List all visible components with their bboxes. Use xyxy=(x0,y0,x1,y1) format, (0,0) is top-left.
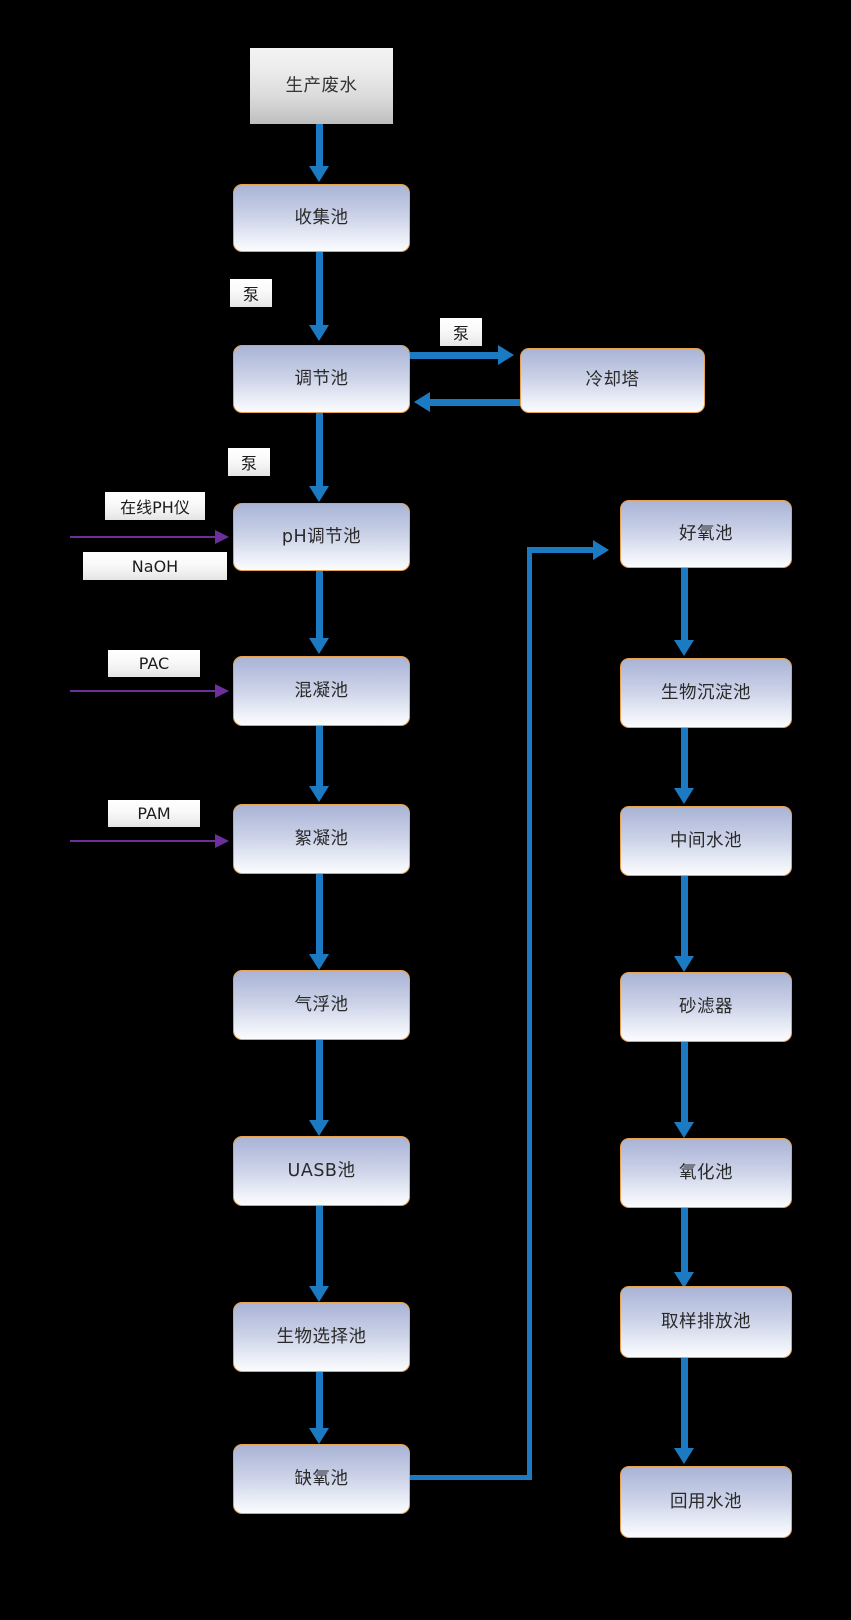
tag-label: 泵 xyxy=(240,454,257,473)
node-label: 冷却塔 xyxy=(585,370,640,391)
connector-flotation-to-uasb xyxy=(316,1040,323,1122)
connector-intermediate-to-sandfilter xyxy=(681,876,688,958)
node-bio-selector-tank[interactable]: 生物选择池 xyxy=(233,1302,410,1372)
arrowhead-down xyxy=(674,1448,694,1464)
node-aerobic-tank[interactable]: 好氧池 xyxy=(620,500,792,568)
tag-pam: PAM xyxy=(108,800,200,827)
arrowhead-down xyxy=(674,1122,694,1138)
node-intermediate-tank[interactable]: 中间水池 xyxy=(620,806,792,876)
node-source-wastewater[interactable]: 生产废水 xyxy=(250,48,393,124)
node-label: 缺氧池 xyxy=(294,1468,349,1489)
node-label: 生物沉淀池 xyxy=(661,682,751,703)
tag-label: 泵 xyxy=(452,324,469,343)
connector-flocculation-to-flotation xyxy=(316,874,323,956)
node-flocculation-tank[interactable]: 絮凝池 xyxy=(233,804,410,874)
connector-equalization-to-ph xyxy=(316,413,323,488)
tag-ph-meter: 在线PH仪 xyxy=(105,492,205,520)
arrowhead-right xyxy=(498,345,514,365)
arrowhead-right xyxy=(593,540,609,560)
connector-aerobic-to-biosettling xyxy=(681,568,688,642)
arrowhead-down xyxy=(674,788,694,804)
tag-pump-3: 泵 xyxy=(228,448,270,476)
dosing-line-pac xyxy=(70,690,217,692)
node-label: UASB池 xyxy=(287,1160,356,1181)
node-bio-settling-tank[interactable]: 生物沉淀池 xyxy=(620,658,792,728)
arrowhead-left xyxy=(414,392,430,412)
tag-label: PAC xyxy=(138,654,170,673)
tag-label: PAM xyxy=(137,804,171,823)
arrowhead-down xyxy=(309,1286,329,1302)
arrowhead-down xyxy=(309,954,329,970)
node-label: 收集池 xyxy=(294,207,349,228)
tag-label: 泵 xyxy=(242,285,259,304)
arrowhead-down xyxy=(674,1272,694,1288)
node-label: 回用水池 xyxy=(670,1491,742,1512)
tag-label: NaOH xyxy=(131,556,179,576)
dosing-line-pam xyxy=(70,840,217,842)
arrowhead-down xyxy=(309,1120,329,1136)
connector-uasb-to-bioselector xyxy=(316,1206,323,1288)
node-label: 混凝池 xyxy=(294,680,349,701)
node-uasb-tank[interactable]: UASB池 xyxy=(233,1136,410,1206)
tag-pac: PAC xyxy=(108,650,200,677)
node-collection-tank[interactable]: 收集池 xyxy=(233,184,410,252)
connector-oxidation-to-sampling xyxy=(681,1208,688,1274)
connector-collection-to-equalization xyxy=(316,252,323,327)
connector-coagulation-to-flocculation xyxy=(316,726,323,788)
arrowhead-down xyxy=(674,956,694,972)
arrowhead-down xyxy=(309,486,329,502)
node-flotation-tank[interactable]: 气浮池 xyxy=(233,970,410,1040)
node-coagulation-tank[interactable]: 混凝池 xyxy=(233,656,410,726)
dosing-arrowhead-pac xyxy=(215,684,229,698)
node-label: 取样排放池 xyxy=(661,1311,751,1332)
connector-cooling-to-equalization xyxy=(430,399,525,406)
node-reuse-water-tank[interactable]: 回用水池 xyxy=(620,1466,792,1538)
node-sand-filter[interactable]: 砂滤器 xyxy=(620,972,792,1042)
node-label: pH调节池 xyxy=(281,526,362,547)
connector-source-to-collection xyxy=(316,124,323,168)
tag-label: 在线PH仪 xyxy=(120,498,190,517)
tag-naoh: NaOH xyxy=(83,552,227,580)
node-label: 絮凝池 xyxy=(294,828,349,849)
tag-pump-1: 泵 xyxy=(230,279,272,307)
connector-sampling-to-reuse xyxy=(681,1358,688,1450)
node-label: 生产废水 xyxy=(285,75,358,96)
dosing-arrowhead-pam xyxy=(215,834,229,848)
node-sampling-discharge-tank[interactable]: 取样排放池 xyxy=(620,1286,792,1358)
node-oxidation-tank[interactable]: 氧化池 xyxy=(620,1138,792,1208)
node-anoxic-tank[interactable]: 缺氧池 xyxy=(233,1444,410,1514)
node-label: 好氧池 xyxy=(679,523,733,544)
node-label: 调节池 xyxy=(294,368,349,389)
connector-anoxic-return-horizontal xyxy=(410,1475,532,1480)
arrowhead-down xyxy=(309,166,329,182)
node-label: 中间水池 xyxy=(670,830,742,851)
connector-anoxic-return-vertical xyxy=(527,547,532,1478)
node-label: 砂滤器 xyxy=(679,996,733,1017)
connector-biosettling-to-intermediate xyxy=(681,728,688,790)
node-ph-tank[interactable]: pH调节池 xyxy=(233,503,410,571)
node-label: 氧化池 xyxy=(679,1162,733,1183)
node-label: 生物选择池 xyxy=(276,1326,367,1347)
connector-bioselector-to-anoxic xyxy=(316,1372,323,1430)
arrowhead-down xyxy=(674,640,694,656)
node-label: 气浮池 xyxy=(294,994,349,1015)
connector-equalization-to-cooling xyxy=(410,352,500,359)
arrowhead-down xyxy=(309,325,329,341)
tag-pump-2: 泵 xyxy=(440,318,482,346)
connector-sandfilter-to-oxidation xyxy=(681,1042,688,1124)
arrowhead-down xyxy=(309,638,329,654)
arrowhead-down xyxy=(309,786,329,802)
node-cooling-tower[interactable]: 冷却塔 xyxy=(520,348,705,413)
dosing-line-naoh xyxy=(70,536,217,538)
connector-ph-to-coagulation xyxy=(316,571,323,640)
dosing-arrowhead-naoh xyxy=(215,530,229,544)
arrowhead-down xyxy=(309,1428,329,1444)
node-equalization-tank[interactable]: 调节池 xyxy=(233,345,410,413)
connector-return-to-aerobic xyxy=(527,547,595,553)
